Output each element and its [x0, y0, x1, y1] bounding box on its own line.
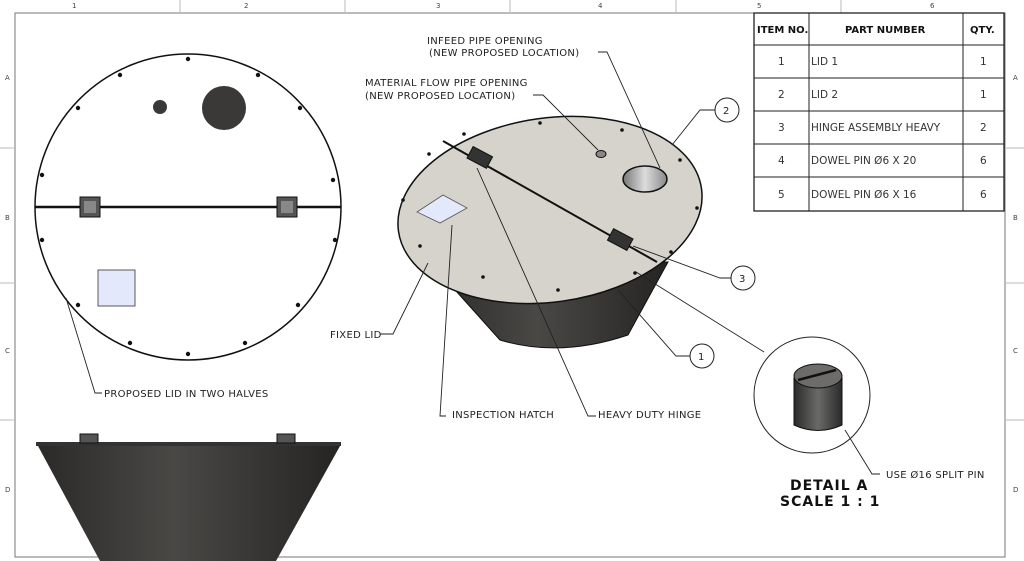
balloon-3: 3	[730, 265, 756, 291]
zone-row-c-right: C	[1013, 347, 1018, 355]
zone-col-3: 3	[436, 2, 440, 10]
detail-scale: SCALE 1 : 1	[780, 494, 880, 510]
inspection-hatch	[97, 269, 136, 307]
bom-row: 1 LID 1 1	[778, 56, 987, 68]
bom-row: 5 DOWEL PIN Ø6 X 16 6	[778, 189, 987, 201]
svg-text:DOWEL PIN Ø6 X 16: DOWEL PIN Ø6 X 16	[811, 189, 917, 201]
bom-row: 4 DOWEL PIN Ø6 X 20 6	[778, 155, 987, 167]
svg-text:LID 2: LID 2	[811, 89, 838, 101]
infeed-label-1: INFEED PIPE OPENING	[427, 36, 543, 47]
bom-header-item: ITEM NO.	[757, 25, 808, 36]
detail-title: DETAIL A	[790, 478, 868, 494]
inspection-hatch	[416, 194, 468, 224]
bom-row: 3 HINGE ASSEMBLY HEAVY 2	[778, 122, 987, 134]
hinge-icon	[606, 227, 634, 252]
balloon-2: 2	[714, 97, 740, 123]
svg-text:1: 1	[980, 56, 987, 68]
zone-col-5: 5	[757, 2, 761, 10]
zone-row-c: C	[5, 347, 10, 355]
zone-col-2: 2	[244, 2, 248, 10]
svg-text:3: 3	[739, 274, 746, 285]
svg-text:4: 4	[778, 155, 785, 167]
svg-text:HINGE ASSEMBLY HEAVY: HINGE ASSEMBLY HEAVY	[811, 122, 941, 134]
zone-row-b-right: B	[1013, 214, 1018, 222]
zone-row-a-right: A	[1013, 74, 1018, 82]
balloon-1: 1	[689, 343, 715, 369]
detail-a-view	[753, 336, 880, 475]
svg-text:DOWEL PIN Ø6 X 20: DOWEL PIN Ø6 X 20	[811, 155, 916, 167]
svg-text:2: 2	[980, 122, 987, 134]
isometric-view	[380, 51, 765, 417]
bom-header-part: PART NUMBER	[845, 25, 926, 36]
zone-col-1: 1	[72, 2, 76, 10]
bom-table: ITEM NO. PART NUMBER QTY. 1 LID 1 1 2 LI…	[753, 12, 1005, 212]
proposed-lid-label: PROPOSED LID IN TWO HALVES	[104, 389, 269, 400]
svg-text:5: 5	[778, 189, 785, 201]
zone-col-4: 4	[598, 2, 603, 10]
zone-row-b: B	[5, 214, 10, 222]
hinge-icon	[466, 145, 494, 170]
svg-text:3: 3	[778, 122, 785, 134]
fixed-lid-label: FIXED LID	[330, 330, 382, 341]
zone-row-d-right: D	[1013, 486, 1018, 494]
hinge-icon	[79, 196, 101, 218]
svg-text:2: 2	[723, 106, 730, 117]
material-flow-label-1: MATERIAL FLOW PIPE OPENING	[365, 78, 528, 89]
split-pin-label: USE Ø16 SPLIT PIN	[886, 469, 985, 481]
svg-text:6: 6	[980, 189, 987, 201]
zone-row-a: A	[5, 74, 10, 82]
material-flow-hole	[153, 100, 167, 114]
bolt-holes	[39, 56, 338, 357]
hinge-icon	[276, 196, 298, 218]
svg-text:1: 1	[698, 352, 705, 363]
side-view	[36, 433, 341, 561]
svg-text:2: 2	[778, 89, 785, 101]
svg-text:1: 1	[980, 89, 987, 101]
heavy-duty-hinge-label: HEAVY DUTY HINGE	[598, 410, 701, 421]
zone-row-d: D	[5, 486, 10, 494]
bom-row: 2 LID 2 1	[778, 89, 987, 101]
svg-text:6: 6	[980, 155, 987, 167]
bom-header-qty: QTY.	[970, 25, 995, 36]
svg-text:LID 1: LID 1	[811, 56, 838, 68]
svg-text:1: 1	[778, 56, 785, 68]
top-view-lid	[34, 53, 342, 394]
material-flow-label-2: (NEW PROPOSED LOCATION)	[365, 91, 515, 102]
zone-col-6: 6	[930, 2, 935, 10]
infeed-hole	[202, 86, 246, 130]
infeed-label-2: (NEW PROPOSED LOCATION)	[429, 48, 579, 59]
inspection-hatch-label: INSPECTION HATCH	[452, 410, 554, 421]
zone-labels: 1 2 3 4 5 6 A B C D A B C D	[5, 2, 1018, 494]
